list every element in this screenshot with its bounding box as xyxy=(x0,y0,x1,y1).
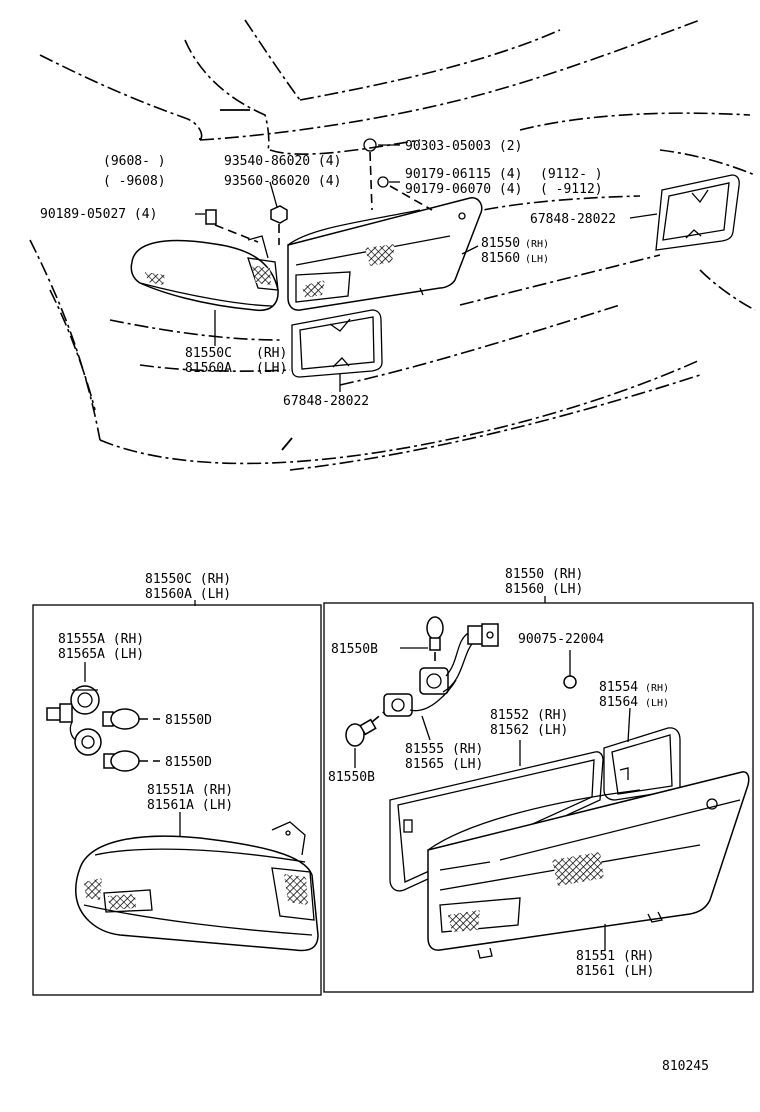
right-housing-2: 81562 (LH) xyxy=(490,723,568,738)
left-title-1: 81550C (RH) xyxy=(145,572,231,587)
right-grommet: 90075-22004 xyxy=(518,632,604,647)
nut-part-2: 90179-06070 (4) xyxy=(405,182,522,197)
nut-date-range-2: ( -9112) xyxy=(540,182,603,197)
right-lens-1: 81551 (RH) xyxy=(576,949,654,964)
nut-date-range-1: (9112- ) xyxy=(540,167,603,182)
bolt-part-1: 93540-86020 (4) xyxy=(224,154,341,169)
screw-part: 90189-05027 (4) xyxy=(40,207,157,222)
socket-harness-icon xyxy=(383,623,499,717)
gasket-part-upper: 67848-28022 xyxy=(530,212,616,227)
tail-lamp-lens-icon xyxy=(427,771,750,959)
right-gasket-1: 81554 xyxy=(599,680,638,695)
right-gasket-2: 81564 xyxy=(599,695,638,710)
bolt-icon xyxy=(270,205,288,224)
lamp-lh-tag: (LH) xyxy=(525,254,549,265)
side-lamp-lh: 81560A xyxy=(185,361,232,376)
bolt-part-2: 93560-86020 (4) xyxy=(224,174,341,189)
diagram-number: 810245 xyxy=(662,1059,709,1074)
left-socket-2: 81565A (LH) xyxy=(58,647,144,662)
bolt-date-range-1: (9608- ) xyxy=(103,154,166,169)
left-lens-1: 81551A (RH) xyxy=(147,783,233,798)
top-labels: (9608- ) ( -9608) 93540-86020 (4) 93560-… xyxy=(40,139,616,409)
cap-icon xyxy=(363,138,377,152)
side-lamp-assembly-top xyxy=(130,209,279,312)
right-gasket-1-tag: (RH) xyxy=(645,683,669,694)
nut-part-1: 90179-06115 (4) xyxy=(405,167,522,182)
bolt-date-range-2: ( -9608) xyxy=(103,174,166,189)
vehicle-body-outline xyxy=(29,19,756,471)
right-socket-2: 81565 (LH) xyxy=(405,757,483,772)
gasket-icon xyxy=(603,727,681,801)
right-housing-1: 81552 (RH) xyxy=(490,708,568,723)
nut-icon xyxy=(377,176,389,188)
screw-icon xyxy=(205,209,217,225)
bulb-icon xyxy=(102,708,140,772)
right-bulb-top: 81550B xyxy=(331,642,378,657)
top-fasteners xyxy=(270,138,433,245)
gasket-upper-top xyxy=(655,174,740,251)
gasket-part-lower: 67848-28022 xyxy=(283,394,369,409)
left-title-2: 81560A (LH) xyxy=(145,587,231,602)
gasket-lower-top xyxy=(291,309,383,378)
top-leaders xyxy=(195,144,658,392)
lamp-rh: 81550 xyxy=(481,236,520,251)
side-lamp-rh-tag: (RH) xyxy=(256,346,287,361)
lamp-rh-tag: (RH) xyxy=(525,239,549,250)
left-socket-1: 81555A (RH) xyxy=(58,632,144,647)
right-bulb-bottom: 81550B xyxy=(328,770,375,785)
left-lens-2: 81561A (LH) xyxy=(147,798,233,813)
cap-part: 90303-05003 (2) xyxy=(405,139,522,154)
tail-lamp-assembly-top xyxy=(287,196,483,311)
wedge-bulb-icon xyxy=(426,616,444,651)
right-detail-box: 81550 (RH) 81560 (LH) 81550B xyxy=(323,567,754,993)
grommet-icon xyxy=(563,675,577,689)
side-lamp-rh: 81550C xyxy=(185,346,232,361)
left-detail-box: 81550C (RH) 81560A (LH) 81555A (RH) 8156… xyxy=(32,572,322,996)
right-title-2: 81560 (LH) xyxy=(505,582,583,597)
lamp-lh: 81560 xyxy=(481,251,520,266)
bulb-socket-icon xyxy=(46,685,102,756)
right-lens-2: 81561 (LH) xyxy=(576,964,654,979)
right-gasket-2-tag: (LH) xyxy=(645,698,669,709)
left-bulb-1: 81550D xyxy=(165,713,212,728)
right-socket-1: 81555 (RH) xyxy=(405,742,483,757)
side-lamp-lh-tag: (LH) xyxy=(256,361,287,376)
bulb-bottom-icon xyxy=(345,718,377,747)
right-title-1: 81550 (RH) xyxy=(505,567,583,582)
side-lamp-lens-icon xyxy=(75,821,319,952)
left-bulb-2: 81550D xyxy=(165,755,212,770)
